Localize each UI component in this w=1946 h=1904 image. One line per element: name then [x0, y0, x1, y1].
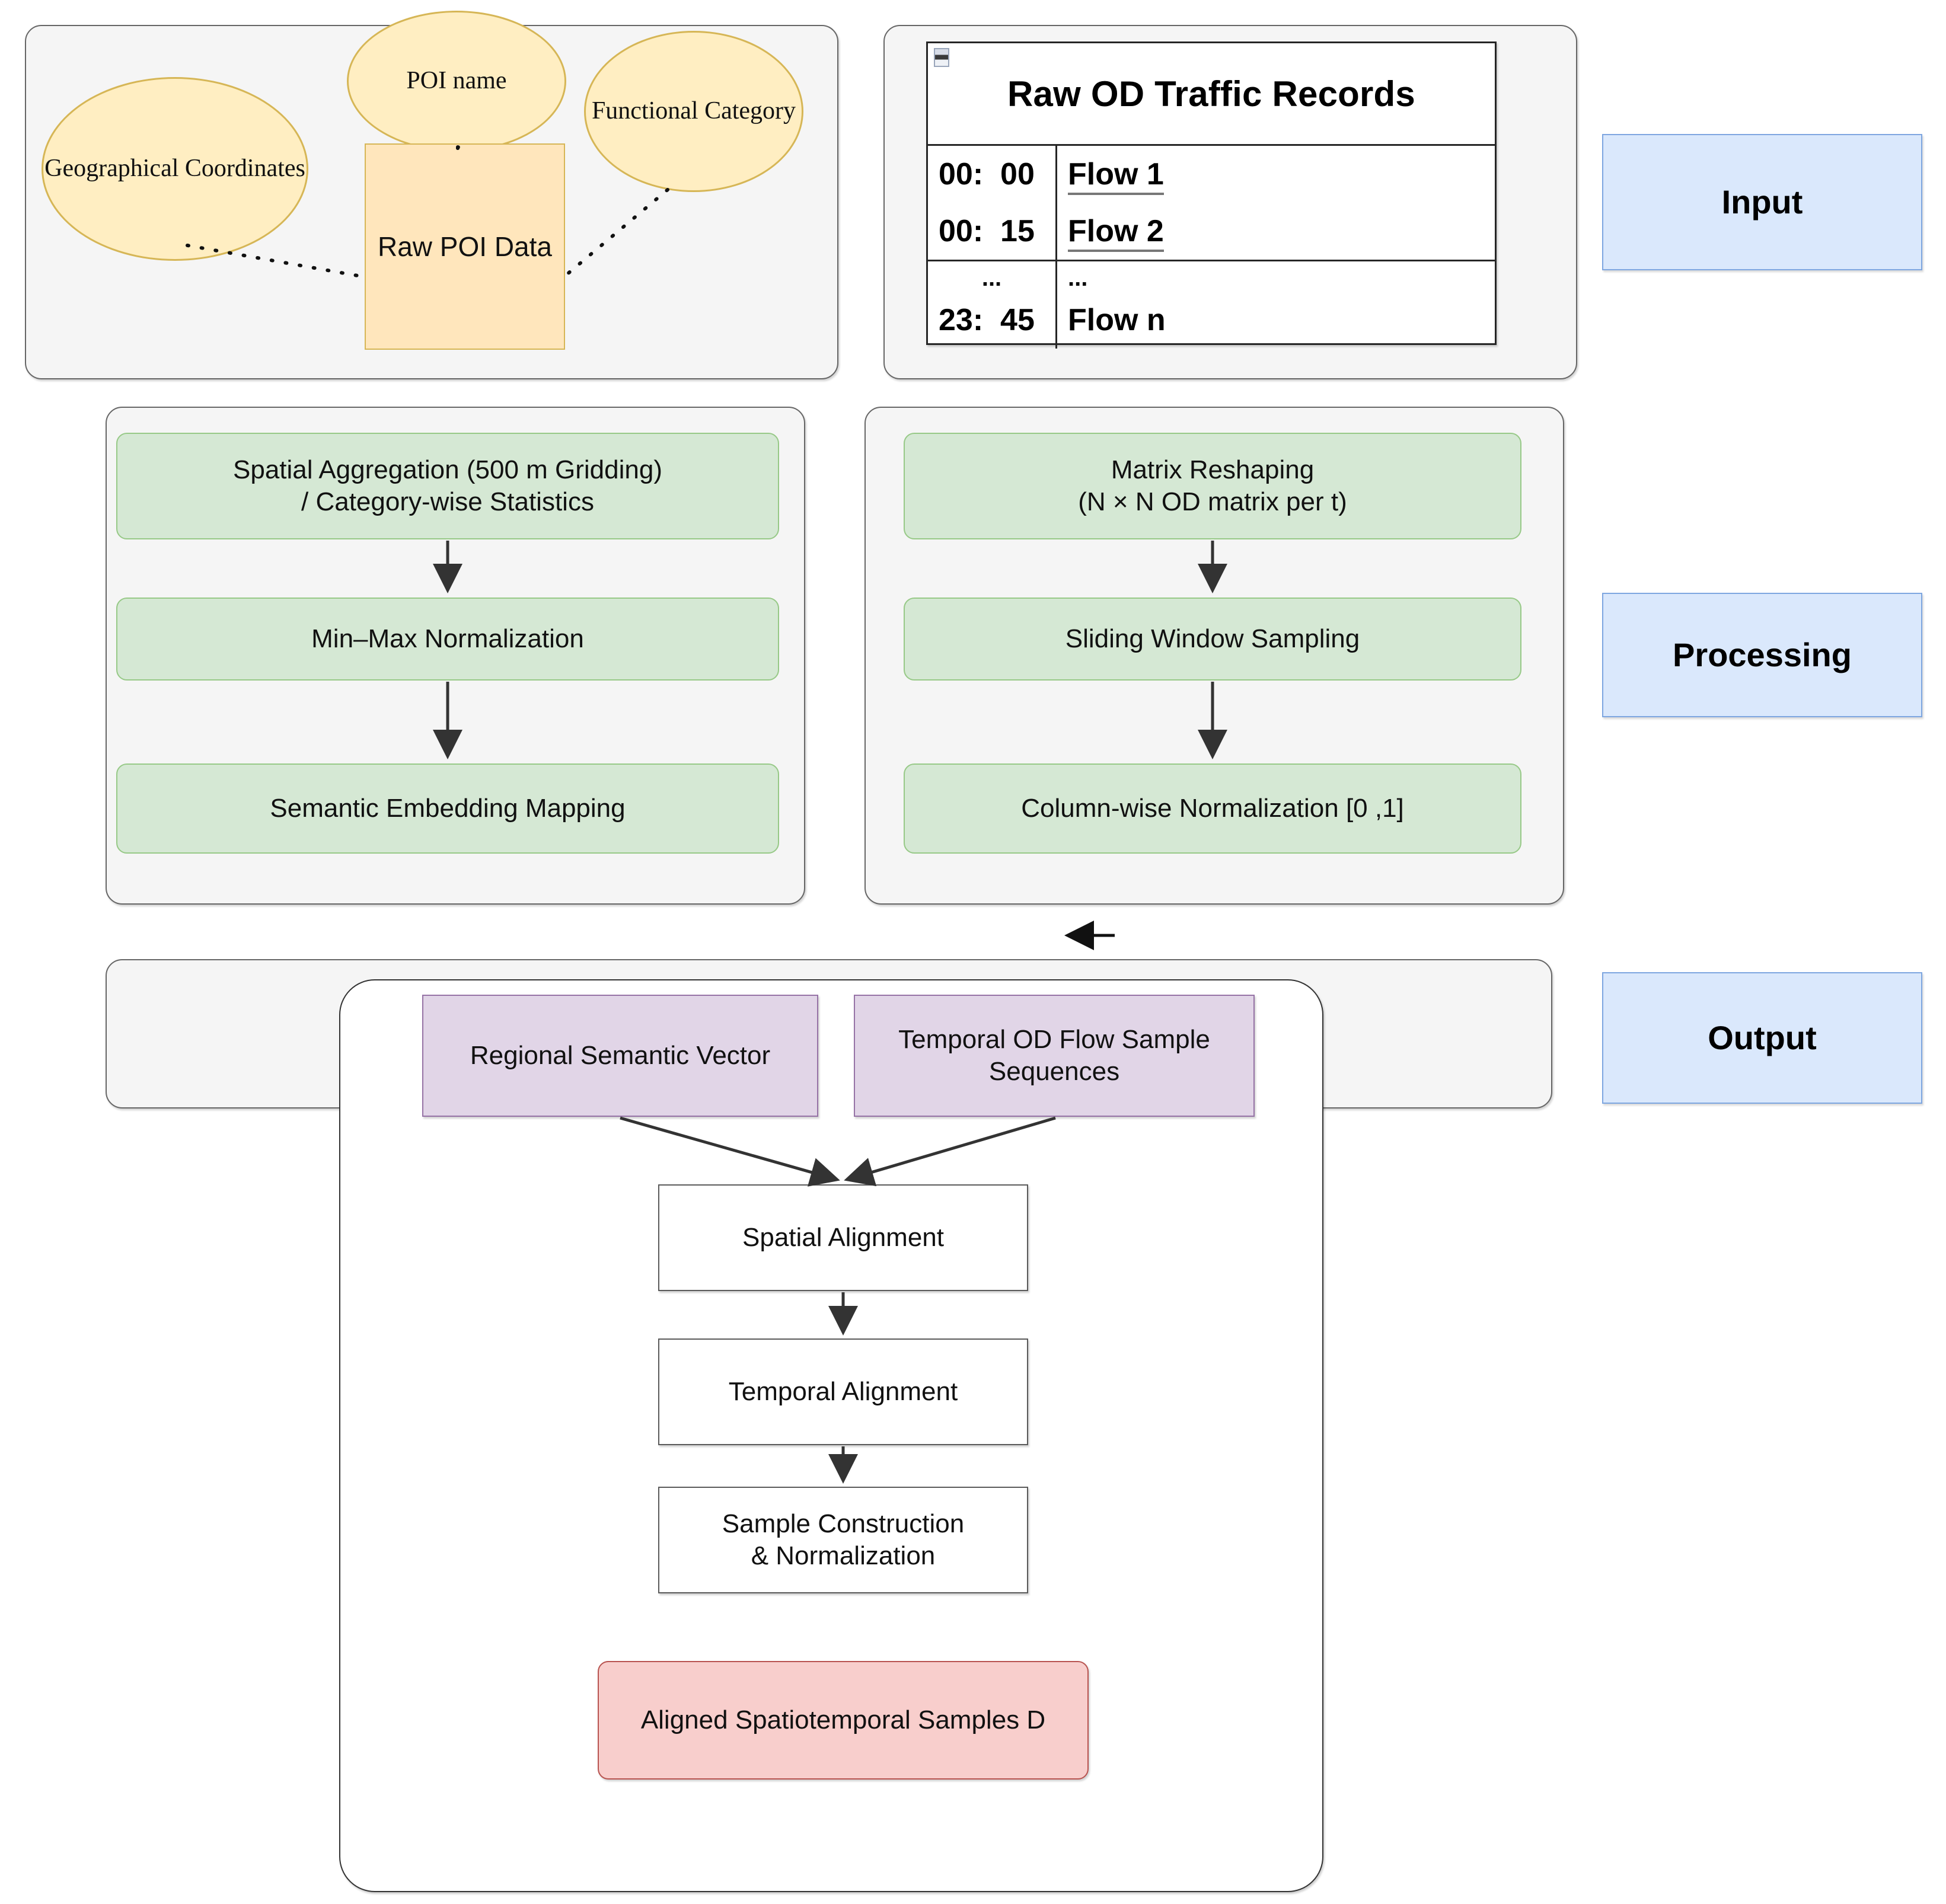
od-flow-column: ... Flow n	[1057, 261, 1495, 349]
od-table-title: Raw OD Traffic Records	[1007, 74, 1415, 114]
table-row-group-2: ... 23: 45 ... Flow n	[928, 260, 1495, 349]
stage-label-output: Output	[1602, 972, 1922, 1104]
output-input-regional-semantic-vector: Regional Semantic Vector	[422, 995, 818, 1117]
process-right-step-2-label: Sliding Window Sampling	[1065, 624, 1360, 654]
stage-label-processing-text: Processing	[1673, 635, 1852, 673]
step-sample-construction-normalization-label: Sample Construction & Normalization	[722, 1509, 965, 1570]
step-sample-construction-normalization: Sample Construction & Normalization	[658, 1487, 1028, 1593]
raw-poi-data-label: Raw POI Data	[378, 231, 552, 262]
table-icon	[934, 48, 949, 67]
table-cell-time-ellipsis: ...	[981, 265, 1002, 291]
table-cell-flow: Flow 2	[1057, 203, 1495, 260]
table-cell-flow-text: Flow 1	[1068, 157, 1164, 195]
ellipse-geographical-coordinates-label: Geographical Coordinates	[44, 155, 305, 183]
process-right-step-3-label: Column-wise Normalization [0 ,1]	[1021, 794, 1404, 823]
ellipse-poi-name-label: POI name	[406, 67, 507, 95]
table-cell-flow-text: Flow n	[1068, 303, 1166, 337]
process-right-step-3: Column-wise Normalization [0 ,1]	[904, 763, 1521, 854]
od-time-column: ... 23: 45	[928, 261, 1057, 349]
step-temporal-alignment-label: Temporal Alignment	[728, 1377, 958, 1407]
raw-poi-data-entity: Raw POI Data	[365, 143, 565, 350]
od-time-column: 00: 00 00: 15	[928, 146, 1057, 260]
output-input-temporal-od-flow-sequences: Temporal OD Flow Sample Sequences	[854, 995, 1255, 1117]
table-cell-flow: Flow 1	[1057, 146, 1495, 203]
process-right-step-1: Matrix Reshaping (N × N OD matrix per t)	[904, 433, 1521, 539]
table-cell-flow: Flow n	[1057, 292, 1495, 349]
stage-label-processing: Processing	[1602, 593, 1922, 717]
ellipse-functional-category: Functional Category	[584, 31, 803, 192]
result-aligned-spatiotemporal-samples: Aligned Spatiotemporal Samples D	[598, 1661, 1089, 1780]
ellipse-geographical-coordinates: Geographical Coordinates	[42, 77, 308, 261]
table-cell-flow-text: Flow 2	[1068, 214, 1164, 252]
ellipse-poi-name: POI name	[347, 11, 566, 152]
table-cell-flow-ellipsis: ...	[1068, 265, 1088, 291]
raw-od-traffic-table: Raw OD Traffic Records 00: 00 00: 15 Flo…	[926, 41, 1497, 349]
stage-label-output-text: Output	[1708, 1018, 1817, 1056]
process-left-step-1-label: Spatial Aggregation (500 m Gridding) / C…	[233, 455, 662, 516]
step-spatial-alignment: Spatial Alignment	[658, 1184, 1028, 1291]
process-left-step-1: Spatial Aggregation (500 m Gridding) / C…	[116, 433, 779, 539]
process-right-step-2: Sliding Window Sampling	[904, 598, 1521, 681]
stage-label-input: Input	[1602, 134, 1922, 270]
table-row-group-1: 00: 00 00: 15 Flow 1 Flow 2	[928, 146, 1495, 260]
result-aligned-spatiotemporal-samples-label: Aligned Spatiotemporal Samples D	[640, 1705, 1046, 1735]
output-input-regional-semantic-vector-label: Regional Semantic Vector	[470, 1041, 771, 1071]
table-cell-time: 23: 45	[939, 303, 1035, 337]
step-spatial-alignment-label: Spatial Alignment	[742, 1223, 944, 1253]
stage-label-input-text: Input	[1721, 183, 1803, 221]
od-flow-column: Flow 1 Flow 2	[1057, 146, 1495, 260]
process-left-step-3-label: Semantic Embedding Mapping	[270, 794, 626, 823]
output-input-temporal-od-flow-sequences-label: Temporal OD Flow Sample Sequences	[898, 1025, 1210, 1086]
table-cell-time: 00: 15	[939, 214, 1035, 248]
ellipse-functional-category-label: Functional Category	[591, 97, 796, 125]
step-temporal-alignment: Temporal Alignment	[658, 1338, 1028, 1445]
process-right-step-1-label: Matrix Reshaping (N × N OD matrix per t)	[1078, 455, 1347, 516]
od-table-body: 00: 00 00: 15 Flow 1 Flow 2 ... 23: 45 .…	[928, 146, 1495, 349]
process-left-step-2-label: Min–Max Normalization	[311, 624, 584, 654]
od-table-title-cell: Raw OD Traffic Records	[928, 43, 1495, 146]
process-left-step-2: Min–Max Normalization	[116, 598, 779, 681]
table-cell-time: 00: 00	[939, 157, 1035, 191]
process-left-step-3: Semantic Embedding Mapping	[116, 763, 779, 854]
